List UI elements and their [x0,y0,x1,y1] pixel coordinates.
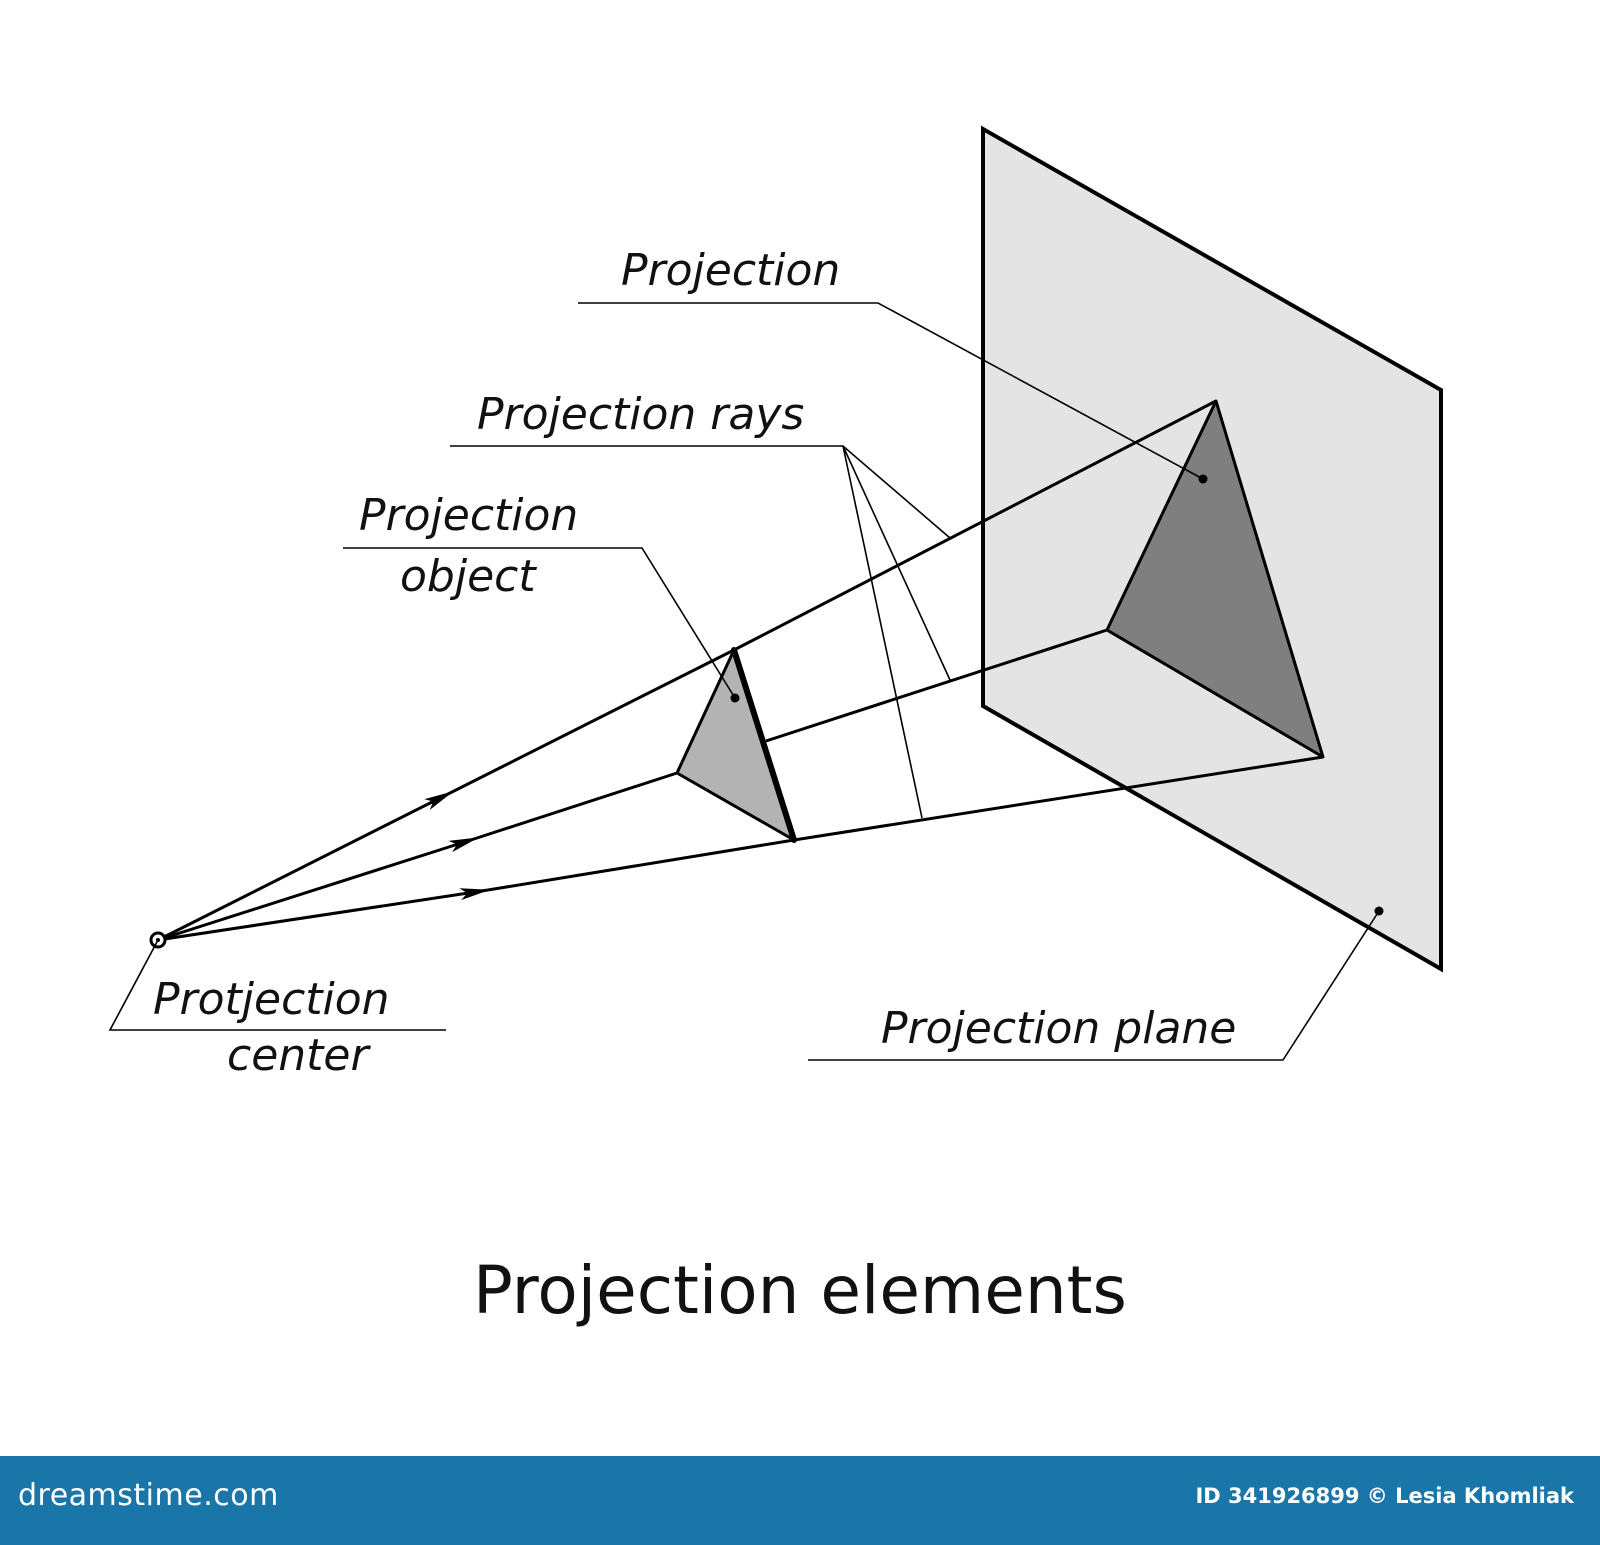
leader-projection-plane [808,910,1380,1061]
leader-dot-projection [1198,474,1208,484]
ray-upper [451,648,735,794]
ray-lower [487,838,795,892]
leader-dots [730,474,1384,916]
ray-lower-arrow [157,888,490,942]
ray-middle-arrow [157,836,479,942]
projection-object-front-edge [731,647,797,843]
projection-diagram: Projection Projection rays Projection ob… [108,125,1443,1329]
label-projection-center-line1: Protjection [153,974,390,1025]
footer-logo: dreamstime.com [18,1478,279,1513]
projection-object-triangle [675,648,796,842]
label-projection-object-line2: object [400,551,537,602]
label-projection-object-line1: Projection [359,490,578,541]
leader-lines [108,302,1380,1061]
label-projection: Projection [621,245,840,296]
ray-middle-continuation [765,628,1108,743]
leader-dot-object [730,693,740,703]
footer-credit: ID 341926899 © Lesia Khomliak [1195,1484,1574,1508]
leader-projection [578,302,1204,480]
ray-upper-arrow [157,790,454,942]
leader-projection-rays-3 [842,445,923,819]
leader-projection-center [108,939,446,1031]
ray-lower-continuation [793,755,1324,842]
leader-dot-plane [1374,906,1384,916]
label-projection-rays: Projection rays [477,389,804,440]
diagram-title: Projection elements [473,1252,1127,1329]
ray-middle [476,771,678,840]
footer-bar: dreamstime.com ID 341926899 © Lesia Khom… [0,1456,1600,1545]
leader-projection-object [343,547,736,699]
label-projection-plane: Projection plane [881,1003,1236,1054]
projected-image-triangle [1105,399,1325,759]
label-projection-center-line2: center [227,1030,371,1081]
leader-projection-rays-2 [842,445,951,681]
projection-rays [157,648,795,942]
